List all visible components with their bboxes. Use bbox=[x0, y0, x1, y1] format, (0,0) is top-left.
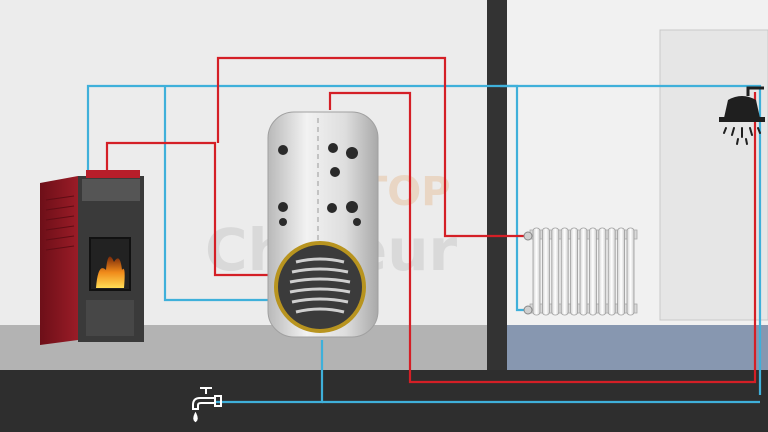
partition-wall bbox=[487, 0, 507, 370]
radiator-fin bbox=[589, 227, 597, 316]
stove-grille bbox=[45, 195, 75, 251]
stove-tank-hot-pipe bbox=[105, 141, 275, 277]
radiator-fin bbox=[532, 227, 541, 316]
radiator-fin bbox=[626, 227, 635, 316]
radiator-fin bbox=[598, 227, 607, 316]
radiator-fin bbox=[570, 227, 578, 316]
hot-shower-pipe bbox=[328, 91, 757, 384]
faucet-icon bbox=[192, 387, 222, 423]
cold-feed-shower-pipe bbox=[500, 84, 762, 395]
radiator-fin bbox=[617, 227, 625, 316]
floor-right bbox=[507, 325, 768, 370]
heat-exchanger-coil bbox=[274, 241, 366, 333]
hot-water-pipes bbox=[105, 56, 757, 384]
stove-top-cap bbox=[86, 170, 140, 178]
shower-icon bbox=[719, 86, 765, 145]
radiator-valve-bottom bbox=[523, 305, 533, 315]
radiator-fins bbox=[532, 227, 635, 316]
radiator-valve-top bbox=[523, 231, 533, 241]
pellet-stove bbox=[40, 170, 144, 345]
fire-icon bbox=[96, 256, 125, 288]
stove-side-panel bbox=[40, 176, 78, 345]
coil-windings bbox=[289, 257, 351, 314]
radiator-fin bbox=[579, 227, 588, 316]
storage-tank bbox=[267, 111, 379, 338]
radiator bbox=[523, 227, 638, 316]
radiator-fin bbox=[551, 227, 560, 316]
tank-ports bbox=[278, 143, 361, 226]
cold-water-pipes bbox=[86, 84, 762, 404]
stove-tank-cold-pipe bbox=[163, 86, 275, 302]
radiator-fin bbox=[560, 227, 569, 316]
stove-top-panel bbox=[82, 179, 140, 201]
radiator-fin bbox=[607, 227, 616, 316]
stove-lower-panel bbox=[86, 300, 134, 336]
bathroom-wall bbox=[659, 29, 768, 321]
radiator-fin bbox=[542, 227, 550, 316]
hot-radiator-pipe bbox=[216, 56, 530, 238]
